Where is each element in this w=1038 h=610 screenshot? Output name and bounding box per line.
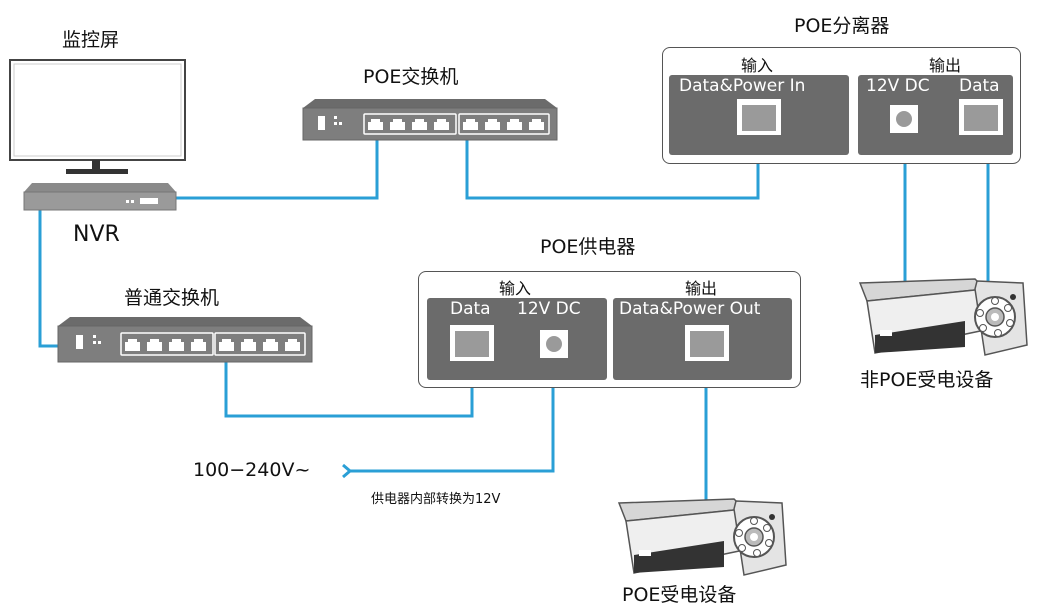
poe-switch-icon — [302, 99, 558, 141]
dc-jack-icon — [890, 105, 918, 133]
injector-input-section: Data 12V DC — [427, 298, 607, 380]
splitter-input-section: Data&Power In — [669, 75, 849, 155]
poe-injector-panel: 输入 输出 Data 12V DC Data&Power Out — [418, 271, 801, 388]
port-label-data: Data — [959, 76, 1000, 96]
ethernet-port-icon — [959, 99, 1003, 135]
ethernet-port-icon — [737, 99, 781, 135]
splitter-output-section: 12V DC Data — [858, 75, 1013, 155]
camera-icon — [617, 498, 787, 576]
ethernet-port-icon — [450, 325, 494, 361]
port-label-data-power-in: Data&Power In — [679, 76, 806, 96]
poe-splitter-label: POE分离器 — [794, 15, 890, 37]
splitter-input-header: 输入 — [741, 56, 774, 75]
cable-normal-switch-injector — [224, 362, 474, 418]
poe-injector-label: POE供电器 — [540, 236, 636, 258]
poe-splitter-panel: 输入 输出 Data&Power In 12V DC Data — [662, 47, 1021, 164]
injector-note: 供电器内部转换为12V — [371, 492, 501, 507]
camera-icon — [858, 278, 1028, 356]
cable-nvr-poe-switch — [176, 140, 379, 200]
poe-device-label: POE受电设备 — [622, 584, 737, 606]
cable-poe-switch-splitter — [465, 140, 760, 200]
injector-input-header: 输入 — [499, 279, 532, 298]
cable-nvr-normal-switch — [38, 210, 58, 348]
dc-jack-icon — [540, 330, 568, 358]
splitter-output-header: 输出 — [929, 56, 962, 75]
port-label-data-power-out: Data&Power Out — [619, 299, 761, 319]
port-label-12v-dc: 12V DC — [517, 299, 581, 319]
injector-output-section: Data&Power Out — [613, 298, 792, 380]
monitor-icon — [9, 59, 186, 174]
arrow-icon — [342, 463, 353, 479]
normal-switch-icon — [57, 317, 313, 363]
normal-switch-label: 普通交换机 — [124, 287, 220, 309]
ethernet-port-icon — [685, 325, 729, 361]
poe-switch-label: POE交换机 — [363, 66, 459, 88]
cable-mains-injector — [349, 360, 555, 473]
nvr-label: NVR — [73, 222, 120, 247]
non-poe-device-label: 非POE受电设备 — [860, 369, 994, 391]
injector-output-header: 输出 — [685, 279, 718, 298]
nvr-device-icon — [23, 183, 177, 211]
port-label-12v-dc: 12V DC — [866, 76, 930, 96]
monitor-label: 监控屏 — [62, 29, 120, 51]
mains-voltage-label: 100−240V~ — [193, 459, 311, 481]
port-label-data: Data — [450, 299, 491, 319]
